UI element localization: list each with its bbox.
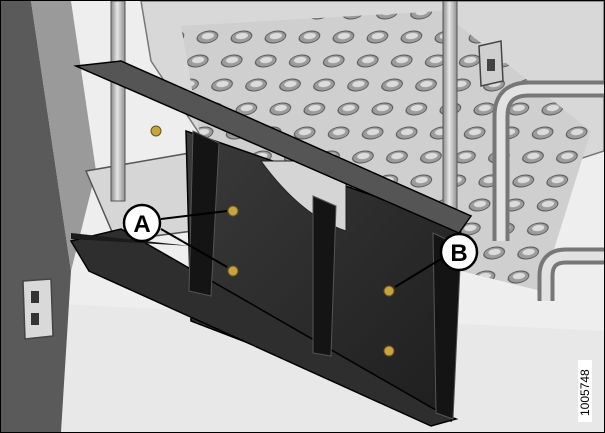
serrated-edge bbox=[71, 233, 191, 246]
handrail-right-loop-highlight bbox=[496, 84, 604, 241]
bolt-a-lower bbox=[227, 265, 239, 277]
handrail-lower-right-highlight bbox=[541, 251, 604, 301]
frame-bolt bbox=[150, 125, 162, 137]
bolt-b-upper bbox=[383, 285, 395, 297]
leader-a-lower bbox=[160, 228, 228, 268]
leader-a-upper bbox=[160, 210, 228, 220]
callout-b-label: B bbox=[450, 240, 467, 267]
leader-b bbox=[394, 258, 442, 288]
left-wall-face bbox=[31, 1, 96, 271]
shield-top-flange bbox=[73, 60, 473, 234]
callout-b-circle bbox=[439, 232, 479, 272]
top-bracket-slot bbox=[487, 59, 495, 71]
bolt-a-upper bbox=[227, 205, 239, 217]
strap-middle bbox=[312, 195, 337, 357]
callout-a-circle bbox=[122, 203, 162, 243]
callout-a: A bbox=[122, 203, 162, 243]
left-hinge-plate bbox=[22, 278, 54, 340]
hinge-slot-2 bbox=[31, 313, 39, 325]
handrail-left-post bbox=[110, 1, 126, 202]
callout-a-label: A bbox=[133, 211, 150, 238]
hinge-slot-1 bbox=[31, 291, 39, 303]
figure-number: 1005748 bbox=[578, 369, 592, 416]
shield-bottom-flange bbox=[69, 228, 459, 427]
left-wall bbox=[1, 1, 71, 432]
handrail-middle-post bbox=[442, 1, 458, 232]
callout-b: B bbox=[439, 232, 479, 272]
bolt-b-lower bbox=[383, 345, 395, 357]
